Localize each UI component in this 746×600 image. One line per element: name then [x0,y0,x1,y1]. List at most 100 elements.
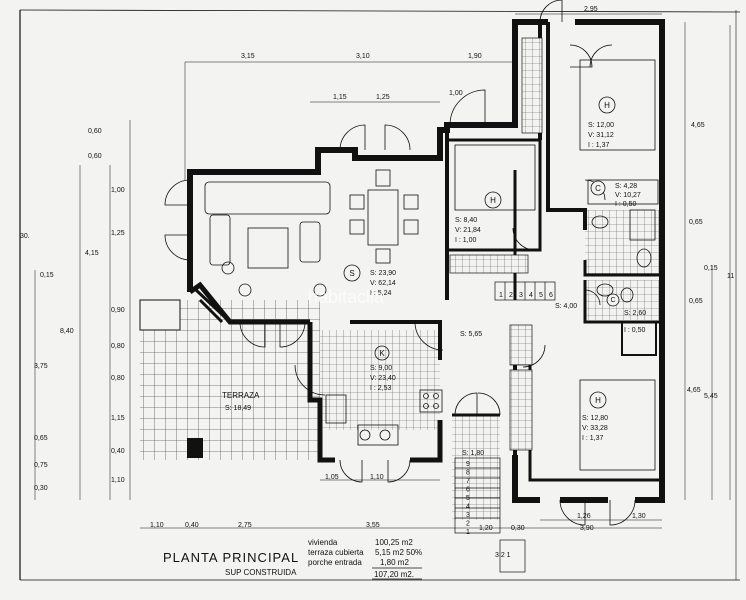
room-terraza: TERRAZA S: 18,49 [222,391,260,412]
dim-label-top: 2,95 [584,6,598,13]
room-code: C [610,297,615,304]
room-cocina: K S: 9,00 V: 23,40 I : 2,53 [370,345,396,392]
area-value-vivienda: 100,25 m2 [375,538,413,547]
room-light: I : 1,37 [582,435,604,442]
dimension-labels: 3,15 3,10 1,90 2,95 1,15 1,25 1,00 1,10 0,40 2,75… [20,6,734,559]
dim-label-right: 4,65 [691,122,705,129]
dim-label-left: 8,40 [60,328,74,335]
dim-label-top2: 1,00 [449,90,463,97]
doors [164,0,636,526]
dim-label-left-inner: 0,80 [111,343,125,350]
dim-label-left-edge: 30. [20,233,30,240]
room-light: I : 0,50 [615,201,637,208]
area-label-terraza: terraza cubierta [308,548,364,557]
dim-label-left-inner: 1,15 [111,415,125,422]
dim-label-left-inner: 0,60 [88,128,102,135]
room-area: S: 2,60 [624,310,646,317]
plan-subtitle: SUP CONSTRUIDA [225,568,297,577]
dim-label-bottom: 2,75 [238,522,252,529]
room-volume: V: 10,27 [615,192,641,199]
room-code: H [595,396,601,405]
room-light: I : 0,50 [624,327,646,334]
dim-label-left-inner: 0,90 [111,307,125,314]
area-value-porche: 1,80 m2 [380,558,409,567]
dim-label-left-inner: 0,65 [34,435,48,442]
room-volume: V: 23,40 [370,375,396,382]
stove [419,389,443,413]
dim-label-top: 3,10 [356,53,370,60]
stair-number-bottom: 2 [466,521,470,528]
room-pasillo-area: S: 5,65 [460,331,482,338]
room-code: H [490,196,496,205]
room-area: S: 12,00 [588,122,614,129]
bathtub [587,179,659,205]
tiled-floors [139,210,660,520]
room-light: I : 1,00 [455,237,477,244]
stair-number-top: 1 [499,292,503,299]
stair-number-bottom: 8 [466,470,470,477]
area-value-terraza: 5,15 m2 50% [375,548,422,557]
dim-label-left: 4,15 [85,250,99,257]
title-block: PLANTA PRINCIPAL SUP CONSTRUIDA vivienda… [163,538,422,580]
sofa [204,181,331,215]
dim-label-left-inner: 0,40 [111,448,125,455]
room-dorm2: H S: 12,00 V: 31,12 I : 1,37 [588,96,616,149]
stair-number-extra: 3 2 1 [495,552,511,559]
dim-label-left-inner: 0,60 [88,153,102,160]
dim-label-left-inner: 0,30 [34,485,48,492]
dim-label-bottom2: 1,10 [370,474,384,481]
dim-label-right: 11 [727,273,734,280]
dining-table [367,189,399,246]
stair-number-bottom: 9 [466,461,470,468]
dim-label-top2: 1,15 [333,94,347,101]
stair-number-top: 2 [509,292,513,299]
dim-label-top: 1,90 [468,53,482,60]
dim-label-left-inner: 1,10 [111,477,125,484]
watermark: habitaclia [308,287,385,307]
room-dorm1: H S: 8,40 V: 21,84 I : 1,00 [455,191,502,244]
area-label-vivienda: vivienda [308,538,338,547]
bed-3 [579,379,656,471]
area-value-total: 107,20 m2. [374,570,414,579]
bed-2 [579,59,656,151]
room-area: S: 4,28 [615,183,637,190]
room-distrib-area: S: 4,00 [555,303,577,310]
bed-1 [454,144,536,211]
stair-number-bottom: 5 [466,495,470,502]
room-light: I : 2,53 [370,385,392,392]
stair-number-bottom: 3 [466,512,470,519]
dim-label-right: 5,45 [704,393,718,400]
room-area: S: 8,40 [455,217,477,224]
dimension-lines [34,13,731,529]
dim-label-bottom: 3,90 [580,525,594,532]
room-volume: V: 21,84 [455,227,481,234]
dim-label-left-inner: 0,15 [40,272,54,279]
dim-label-left-inner: 1,25 [111,230,125,237]
dim-label-top: 3,15 [241,53,255,60]
stairs [449,37,556,573]
stair-number-top: 3 [519,292,523,299]
dim-label-bottom2: 1,30 [632,513,646,520]
room-area: S: 12,80 [582,415,608,422]
stair-number-bottom: 1 [466,529,470,536]
room-bano2: C S: 2,60 I : 0,50 [606,293,646,334]
bath1-tiles [585,210,660,275]
dim-label-left: 3,75 [34,363,48,370]
dim-label-bottom2: 1,26 [577,513,591,520]
dim-label-bottom: 1,20 [479,525,493,532]
room-light: I : 1,37 [588,142,610,149]
room-area: S: 9,00 [370,365,392,372]
room-code: C [595,184,601,193]
room-area: S: 23,90 [370,270,396,277]
coffee-table [247,227,289,269]
room-area: S: 18,49 [225,405,251,412]
dim-label-left-inner: 0,80 [111,375,125,382]
dim-label-right: 0,65 [689,298,703,305]
room-code: S [349,269,354,278]
dim-label-right: 0,65 [689,219,703,226]
stair-number-top: 5 [539,292,543,299]
dim-label-bottom: 3,55 [366,522,380,529]
dim-label-right: 0,15 [704,265,718,272]
room-dorm3: H S: 12,80 V: 33,28 I : 1,37 [582,391,608,442]
room-light: I : 5,24 [370,290,392,297]
